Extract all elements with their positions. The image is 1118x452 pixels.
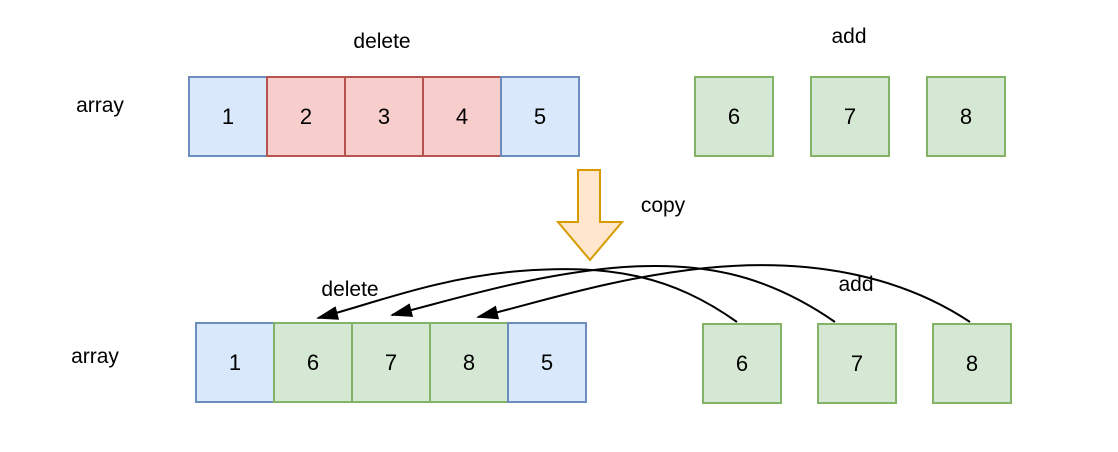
add-box: 8 (932, 323, 1012, 404)
delete-label-bottom: delete (321, 278, 379, 301)
array-cell: 1 (195, 322, 275, 403)
array-cell: 6 (273, 322, 353, 403)
copy-down-arrow (555, 169, 625, 262)
add-box: 6 (702, 323, 782, 404)
add-label-bottom: add (838, 273, 874, 296)
array-label-bottom: array (71, 345, 119, 368)
add-label-top: add (831, 25, 867, 48)
add-box: 7 (810, 76, 890, 157)
add-box: 6 (694, 76, 774, 157)
array-cell: 1 (188, 76, 268, 157)
array-cell: 5 (500, 76, 580, 157)
array-cell: 7 (351, 322, 431, 403)
array-cell: 2 (266, 76, 346, 157)
array-cell: 5 (507, 322, 587, 403)
delete-label-top: delete (353, 30, 411, 53)
copy-label: copy (640, 194, 686, 217)
add-box: 7 (817, 323, 897, 404)
copy-edge-7 (390, 264, 836, 323)
copy-edge-6 (316, 268, 738, 323)
copy-edge-8 (476, 264, 971, 323)
array-label-top: array (76, 94, 124, 117)
array-cell: 4 (422, 76, 502, 157)
add-box: 8 (926, 76, 1006, 157)
array-cell: 8 (429, 322, 509, 403)
array-cell: 3 (344, 76, 424, 157)
